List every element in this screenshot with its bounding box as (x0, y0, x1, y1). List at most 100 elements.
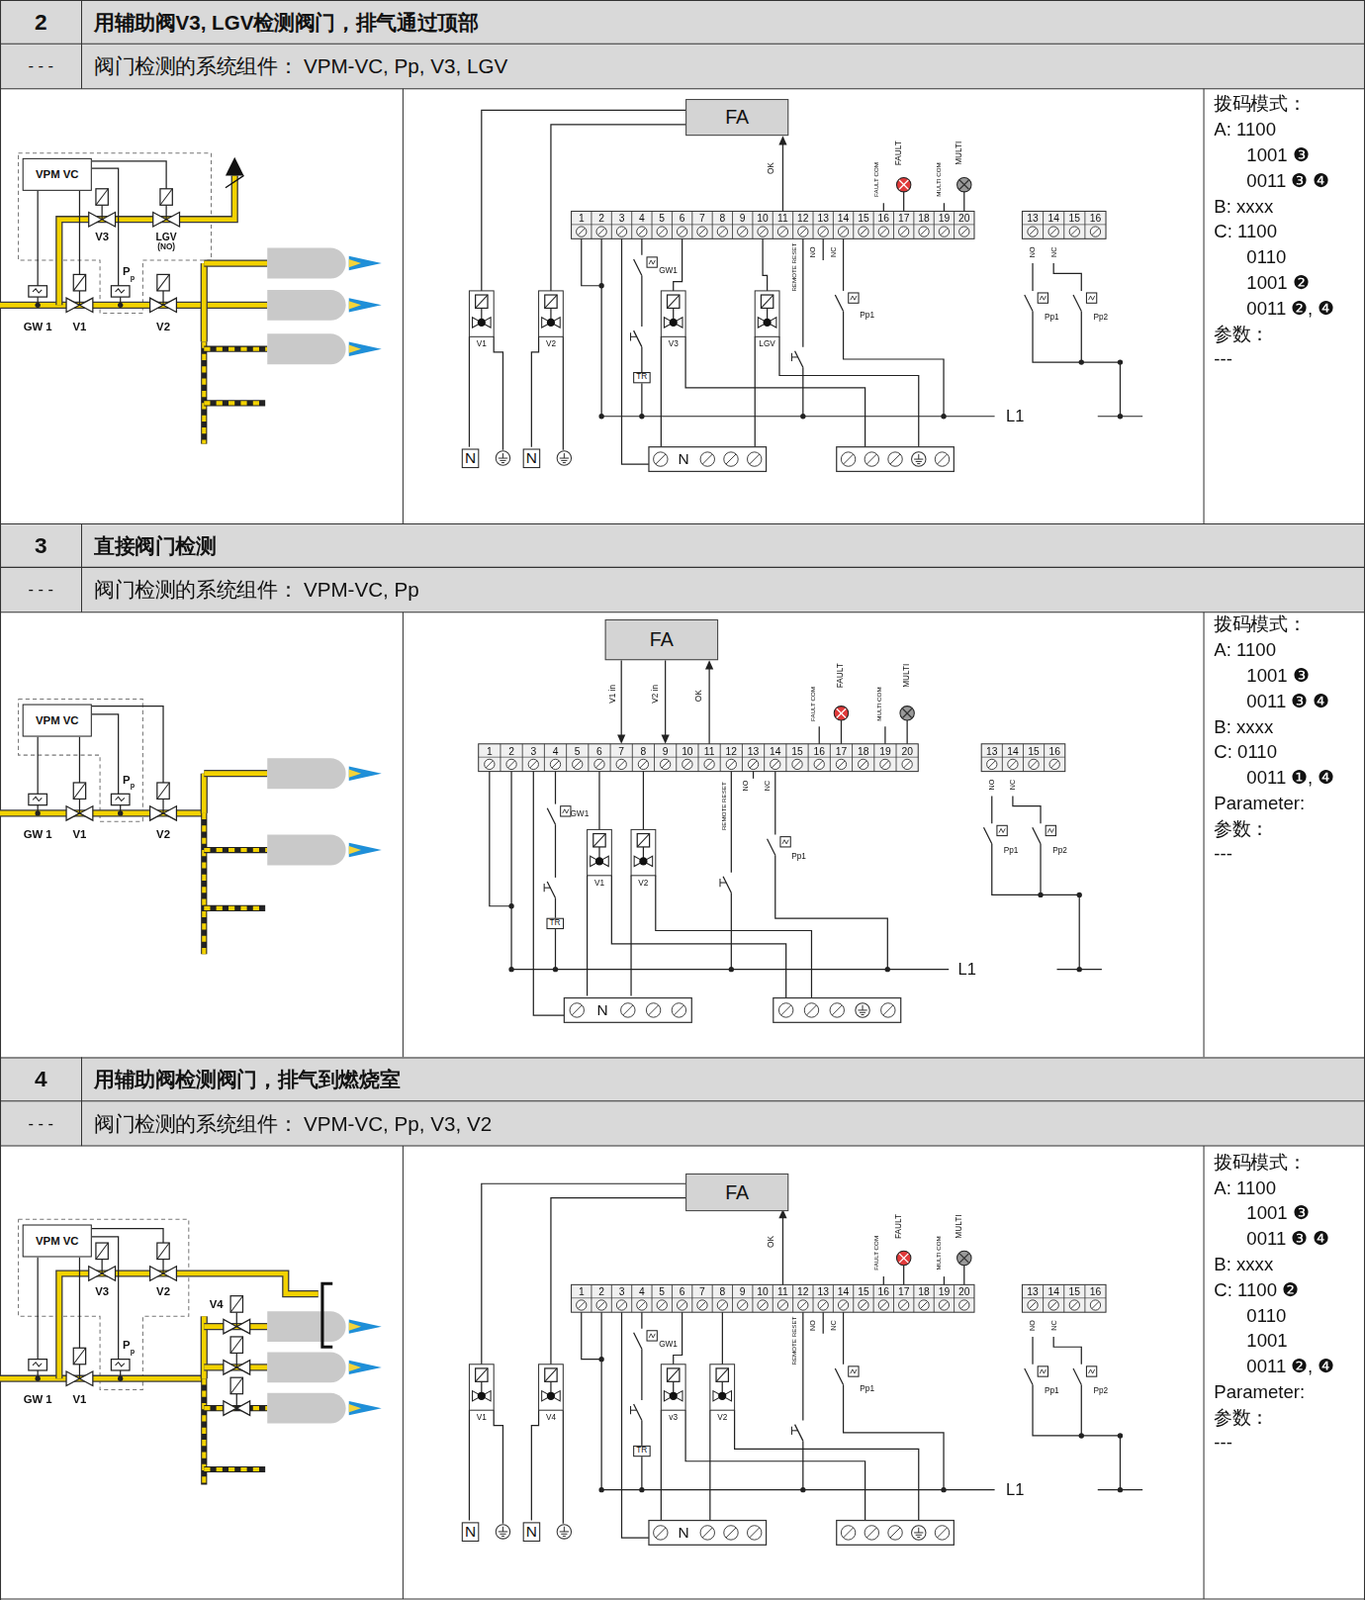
terminal-screw (987, 758, 998, 769)
control-line (79, 736, 81, 783)
terminal-number: 18 (917, 212, 929, 224)
terminal-divider (933, 1283, 935, 1312)
signal-label: N (523, 448, 541, 467)
wire (943, 1275, 945, 1284)
setting-text: 0110 (1246, 1305, 1286, 1326)
terminal-divider (712, 1283, 714, 1312)
terminal-number: 11 (777, 212, 789, 224)
terminal-screw (798, 1299, 809, 1310)
terminal-screw (637, 1300, 645, 1308)
terminal-number: 12 (797, 212, 809, 224)
setting-text: 拨码模式： (1213, 1152, 1306, 1173)
valve-actuator (73, 782, 86, 800)
setting-text: C: 0110 (1213, 742, 1277, 763)
table-rule (402, 89, 404, 524)
pressure-switch (28, 793, 48, 805)
valve-symbol (163, 1266, 177, 1280)
signal-label: FAULT COM (810, 686, 818, 722)
terminal-screw (779, 1300, 787, 1308)
terminal-divider (651, 1283, 653, 1312)
terminal-screw (859, 227, 867, 235)
terminal-screw (859, 760, 867, 768)
junction-dot (34, 302, 40, 308)
flame (349, 1322, 362, 1331)
gas-pipe (203, 346, 268, 353)
wire (554, 823, 556, 878)
wire (493, 336, 503, 450)
part-label: V3 (94, 1283, 109, 1296)
signal-label: OK (767, 162, 777, 175)
pressure-switch (28, 1359, 48, 1370)
earth-symbol (560, 1533, 567, 1535)
setting-text: 参数： (1213, 819, 1270, 839)
earth-symbol (560, 459, 567, 461)
setting-text: 0011 ❷, ❹ (1246, 1357, 1334, 1377)
table-rule (402, 1145, 404, 1599)
terminal-screw (858, 226, 869, 237)
terminal-block (648, 447, 767, 472)
terminal-divider (611, 1283, 613, 1312)
terminal-number: 13 (1026, 212, 1038, 224)
switch-contact (1032, 826, 1041, 844)
switch-actuator (544, 887, 550, 889)
setting-text: 0110 (1246, 248, 1286, 269)
terminal-screw (653, 452, 668, 466)
terminal-divider (1043, 743, 1045, 772)
wire (622, 238, 649, 464)
gas-pipe (200, 341, 207, 444)
setting-text: 拨码模式： (1213, 94, 1306, 115)
wire (640, 274, 642, 327)
terminal-block (836, 1520, 955, 1546)
terminal-screw (1028, 758, 1039, 769)
pressure-switch (782, 839, 789, 844)
pressure-switch (115, 288, 125, 293)
setting-text: 0011 ❶, ❹ (1246, 768, 1334, 789)
terminal-screw (1048, 226, 1059, 237)
signal-label: V1 (476, 1413, 487, 1423)
gas-pipe (0, 1374, 204, 1382)
terminal-number: 18 (857, 744, 869, 756)
valve-actuator (157, 273, 170, 291)
terminal-screw (900, 227, 908, 235)
valve-actuator (230, 1336, 243, 1354)
terminal-screw (799, 227, 807, 235)
flame (349, 259, 362, 268)
switch-actuator (791, 1426, 793, 1435)
signal-label: GW1 (658, 1340, 678, 1350)
wire (531, 1409, 539, 1520)
gas-pipe (0, 1375, 204, 1381)
gas-pipe (203, 769, 268, 777)
part-label: p (130, 1346, 135, 1355)
terminal-screw (656, 1299, 667, 1310)
signal-label: MULTI (902, 663, 911, 688)
terminal-number: 3 (530, 744, 537, 756)
gas-pipe (203, 770, 268, 776)
terminal-number: 1 (578, 1285, 585, 1297)
table-rule (0, 1145, 1365, 1147)
terminal-number: 20 (958, 1285, 970, 1297)
valve-actuator (73, 273, 86, 291)
terminal-divider (829, 743, 831, 772)
solenoid-coil (475, 294, 488, 308)
wire (752, 771, 754, 779)
control-line (79, 1257, 81, 1349)
terminal-screw (959, 226, 970, 237)
valve-stem (236, 1393, 238, 1408)
terminal-number: 13 (817, 1285, 828, 1297)
earth-symbol (499, 459, 506, 461)
table-rule (0, 0, 1, 1600)
controller-box: VPM VC (22, 1224, 92, 1258)
pressure-switch (1039, 295, 1046, 300)
terminal-screw (598, 1300, 606, 1308)
flame (349, 1403, 362, 1412)
switch-contact (795, 1424, 804, 1442)
valve-actuator (157, 1242, 170, 1260)
signal-label: OK (695, 689, 705, 702)
setting-text: 参数： (1213, 324, 1270, 345)
gas-pipe (201, 773, 207, 814)
solenoid-coil (637, 833, 649, 847)
switch-contact (1073, 1367, 1082, 1385)
signal-label: N (677, 1523, 689, 1541)
signal-label: Pp1 (791, 852, 807, 862)
terminal-number: 14 (1047, 212, 1059, 224)
